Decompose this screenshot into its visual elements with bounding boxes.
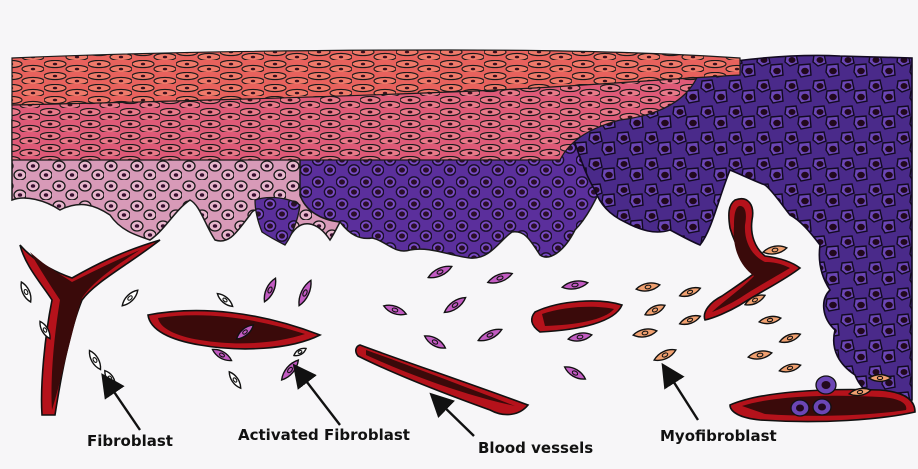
label-myofibroblast: Myofibroblast (660, 427, 777, 445)
myofibroblast-cell (869, 375, 891, 382)
label-blood-vessels: Blood vessels (478, 439, 593, 457)
label-fibroblast: Fibroblast (87, 432, 173, 450)
label-activated-fibroblast: Activated Fibroblast (238, 426, 410, 444)
